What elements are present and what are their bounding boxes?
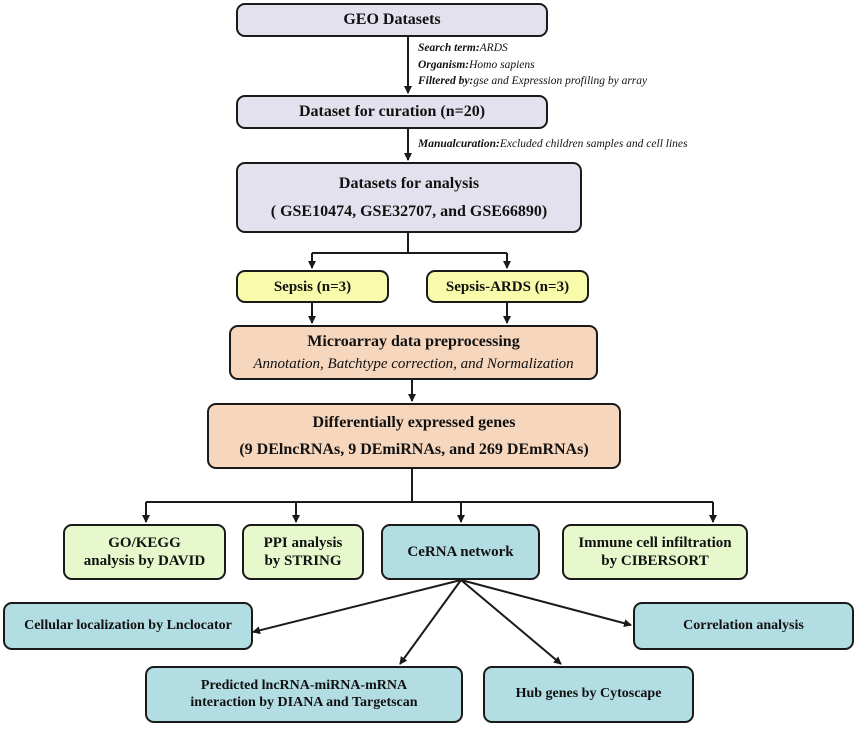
manual-curation-note: Manualcuration:Excluded children samples… [418,136,688,153]
ppi-line1: PPI analysis [263,535,343,551]
preprocessing-detail: Annotation, Batchtype correction, and No… [253,356,574,373]
deg-box: Differentially expressed genes (9 DElncR… [207,403,621,469]
manual-curation-label: Manualcuration: [418,138,500,150]
manual-curation-value: Excluded children samples and cell lines [499,138,688,150]
sepsis-box: Sepsis (n=3) [236,270,389,303]
deg-detail: (9 DElncRNAs, 9 DEmiRNAs, and 269 DEmRNA… [239,441,589,458]
search-criteria-note: Search term:ARDS Organism:Homo sapiens F… [418,40,647,90]
cellular-localization-label: Cellular localization by Lnclocator [24,617,232,633]
immune-infiltration-box: Immune cell infiltration by CIBERSORT [562,524,748,580]
hub-genes-box: Hub genes by Cytoscape [483,666,694,723]
go-kegg-box: GO/KEGG analysis by DAVID [63,524,226,580]
immune-line1: Immune cell infiltration [578,535,732,551]
dataset-curation-box: Dataset for curation (n=20) [236,95,548,129]
sepsis-ards-label: Sepsis-ARDS (n=3) [445,278,570,295]
cerna-network-box: CeRNA network [381,524,540,580]
filtered-by-label: Filtered by: [418,75,474,88]
arrow-cerna-to-predicted [399,579,462,665]
datasets-analysis-box: Datasets for analysis ( GSE10474, GSE327… [236,162,582,233]
arrow-cerna-to-localization [252,579,462,635]
go-kegg-line2: analysis by DAVID [83,553,206,569]
predicted-line1: Predicted lncRNA-miRNA-mRNA [200,677,408,693]
filtered-by-value: gse and Expression profiling by array [473,75,648,88]
geo-datasets-label: GEO Datasets [343,11,441,29]
organism-value: Homo sapiens [469,58,535,71]
organism-label: Organism: [418,58,470,71]
sepsis-label: Sepsis (n=3) [273,278,352,295]
go-kegg-line1: GO/KEGG [108,535,181,551]
arrow-cerna-to-correlation [460,579,632,628]
hub-genes-label: Hub genes by Cytoscape [515,686,662,702]
cerna-network-label: CeRNA network [407,544,514,560]
arrow-cerna-to-hub-genes [460,579,562,665]
cellular-localization-box: Cellular localization by Lnclocator [3,602,253,650]
correlation-analysis-label: Correlation analysis [683,617,804,633]
ppi-analysis-box: PPI analysis by STRING [242,524,364,580]
preprocessing-title: Microarray data preprocessing [307,332,520,350]
dataset-curation-label: Dataset for curation (n=20) [298,103,486,121]
preprocessing-box: Microarray data preprocessing Annotation… [229,325,598,380]
immune-line2: by CIBERSORT [601,553,709,569]
datasets-analysis-list: ( GSE10474, GSE32707, and GSE66890) [270,202,548,220]
correlation-analysis-box: Correlation analysis [633,602,854,650]
predicted-line2: interaction by DIANA and Targetscan [190,694,418,710]
ppi-line2: by STRING [264,553,342,569]
datasets-analysis-title: Datasets for analysis [338,175,480,193]
sepsis-ards-box: Sepsis-ARDS (n=3) [426,270,589,303]
search-term-value: ARDS [479,42,508,54]
geo-datasets-box: GEO Datasets [236,3,548,37]
deg-title: Differentially expressed genes [312,413,516,431]
search-term-label: Search term: [418,42,480,54]
predicted-interaction-box: Predicted lncRNA-miRNA-mRNA interaction … [145,666,463,723]
